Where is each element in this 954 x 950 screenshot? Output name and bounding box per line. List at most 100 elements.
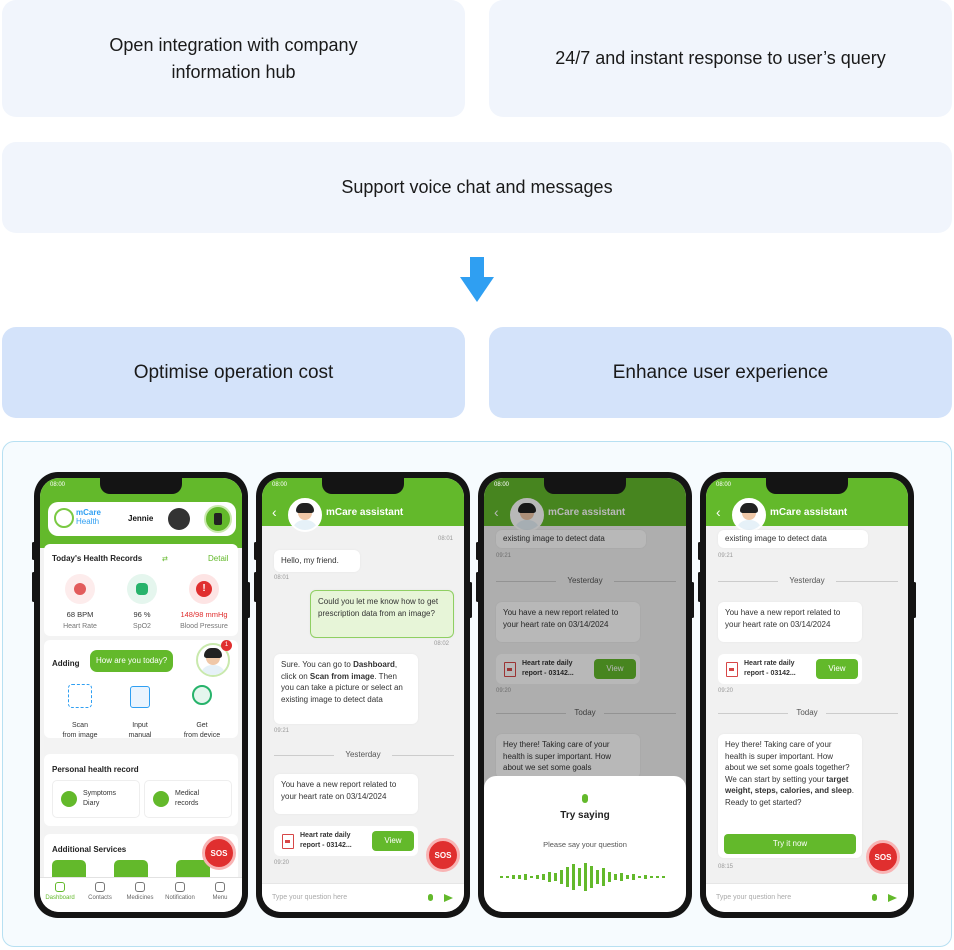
timestamp: 09:20 bbox=[496, 688, 512, 694]
phone-dashboard: 08:00 mCare Health Jennie Today's Health… bbox=[32, 472, 250, 918]
input-manual-icon[interactable] bbox=[130, 686, 150, 708]
nav-menu[interactable]: Menu bbox=[200, 882, 240, 901]
view-report-button[interactable]: View bbox=[372, 831, 414, 851]
assistant-avatar bbox=[288, 498, 322, 532]
health-records-title: Today's Health Records bbox=[52, 554, 143, 563]
assistant-message: Hey there! Taking care of your health is… bbox=[496, 734, 640, 778]
pdf-icon bbox=[282, 834, 294, 849]
voice-waveform-icon bbox=[500, 863, 665, 891]
assistant-message: existing image to detect data bbox=[496, 530, 646, 548]
view-report-button[interactable]: View bbox=[816, 659, 858, 679]
report-attachment: Heart rate daily report - 03142... View bbox=[274, 826, 418, 856]
outcome-experience: Enhance user experience bbox=[489, 327, 952, 418]
report-file-name: Heart rate daily report - 03142... bbox=[744, 660, 796, 677]
notification-badge: 1 bbox=[221, 640, 232, 651]
bottom-nav: Dashboard Contacts Medicines Notificatio… bbox=[40, 877, 242, 912]
assistant-prompt[interactable]: How are you today? bbox=[90, 650, 174, 672]
date-separator: Yesterday bbox=[789, 576, 825, 585]
back-icon[interactable]: ‹ bbox=[272, 504, 277, 520]
divider-line bbox=[496, 581, 556, 582]
sos-button[interactable]: SOS bbox=[426, 838, 460, 872]
status-bar: 08:00 bbox=[484, 478, 686, 492]
spo2-label: SpO2 bbox=[133, 623, 151, 630]
service-doctor-1[interactable] bbox=[52, 860, 86, 880]
date-separator: Today bbox=[796, 708, 818, 717]
personal-record-title: Personal health record bbox=[52, 765, 139, 774]
home-icon bbox=[55, 882, 65, 892]
divider-line bbox=[718, 713, 788, 714]
service-doctor-2[interactable] bbox=[114, 860, 148, 880]
voice-hint: Please say your question bbox=[543, 840, 627, 849]
phone-chat-2: 08:00 ‹ mCare assistant existing image t… bbox=[698, 472, 916, 918]
nav-contacts[interactable]: Contacts bbox=[80, 882, 120, 901]
logo-icon bbox=[54, 508, 74, 528]
feature-instant-response: 24/7 and instant response to user’s quer… bbox=[489, 0, 952, 117]
report-file-name: Heart rate daily report - 03142... bbox=[522, 660, 574, 677]
feature-voice-chat-text: Support voice chat and messages bbox=[341, 177, 613, 197]
divider-line bbox=[614, 581, 676, 582]
blood-pressure-icon: ! bbox=[189, 574, 219, 604]
mic-icon[interactable] bbox=[872, 894, 877, 901]
back-icon[interactable]: ‹ bbox=[494, 504, 499, 520]
bell-icon bbox=[175, 882, 185, 892]
mic-icon[interactable] bbox=[428, 894, 433, 901]
service-doctor-3[interactable] bbox=[176, 860, 210, 880]
try-it-now-button[interactable]: Try it now bbox=[724, 834, 856, 854]
back-icon[interactable]: ‹ bbox=[716, 504, 721, 520]
refresh-icon[interactable]: ⇄ bbox=[162, 556, 168, 563]
blood-pressure-label: Blood Pressure bbox=[180, 623, 228, 630]
detail-link[interactable]: Detail bbox=[208, 554, 229, 563]
divider-line bbox=[496, 713, 566, 714]
chat-input-bar: Type your question here bbox=[262, 883, 464, 912]
status-bar: 08:00 bbox=[262, 478, 464, 492]
assistant-avatar bbox=[732, 498, 766, 532]
mic-icon[interactable] bbox=[582, 794, 588, 803]
timestamp: 09:20 bbox=[274, 860, 290, 866]
device-icon[interactable] bbox=[192, 685, 212, 705]
user-message: Could you let me know how to get prescri… bbox=[310, 590, 454, 638]
spo2-icon bbox=[127, 574, 157, 604]
nav-dashboard[interactable]: Dashboard bbox=[40, 882, 80, 901]
app-logo: mCare Health bbox=[76, 508, 101, 526]
feature-instant-response-text: 24/7 and instant response to user’s quer… bbox=[555, 48, 886, 68]
outcome-cost-text: Optimise operation cost bbox=[133, 362, 334, 383]
voice-screen: 08:00 ‹ mCare assistant existing image t… bbox=[484, 478, 686, 912]
menu-icon bbox=[215, 882, 225, 892]
chat-input[interactable]: Type your question here bbox=[272, 894, 348, 901]
diary-icon bbox=[61, 791, 77, 807]
spo2-value: 96 % bbox=[133, 610, 151, 619]
send-icon[interactable] bbox=[444, 894, 453, 902]
nav-notification[interactable]: Notification bbox=[160, 882, 200, 901]
timestamp: 08:01 bbox=[438, 536, 454, 542]
assistant-name: mCare assistant bbox=[548, 507, 626, 518]
status-bar: 08:00 bbox=[706, 478, 908, 492]
timestamp: 09:21 bbox=[718, 553, 734, 559]
chat-input[interactable]: Type your question here bbox=[716, 894, 792, 901]
heart-rate-label: Heart Rate bbox=[63, 623, 97, 630]
nav-medicines[interactable]: Medicines bbox=[120, 882, 160, 901]
sos-button[interactable]: SOS bbox=[866, 840, 900, 874]
status-time: 08:00 bbox=[272, 482, 288, 488]
user-avatar[interactable] bbox=[168, 508, 190, 530]
smartwatch-icon[interactable] bbox=[204, 505, 232, 533]
scan-image-icon[interactable] bbox=[68, 684, 92, 708]
chat-screen-2: 08:00 ‹ mCare assistant existing image t… bbox=[706, 478, 908, 912]
timestamp: 08:01 bbox=[274, 575, 290, 581]
user-name: Jennie bbox=[128, 514, 154, 523]
heart-rate-value: 68 BPM bbox=[66, 610, 94, 619]
timestamp: 08:02 bbox=[434, 641, 450, 647]
view-report-button[interactable]: View bbox=[594, 659, 636, 679]
sos-button[interactable]: SOS bbox=[202, 836, 236, 870]
divider-line bbox=[274, 755, 334, 756]
send-icon[interactable] bbox=[888, 894, 897, 902]
divider-line bbox=[392, 755, 454, 756]
chat-input-bar: Type your question here bbox=[706, 883, 908, 912]
date-separator: Yesterday bbox=[567, 576, 603, 585]
pdf-icon bbox=[726, 662, 738, 677]
